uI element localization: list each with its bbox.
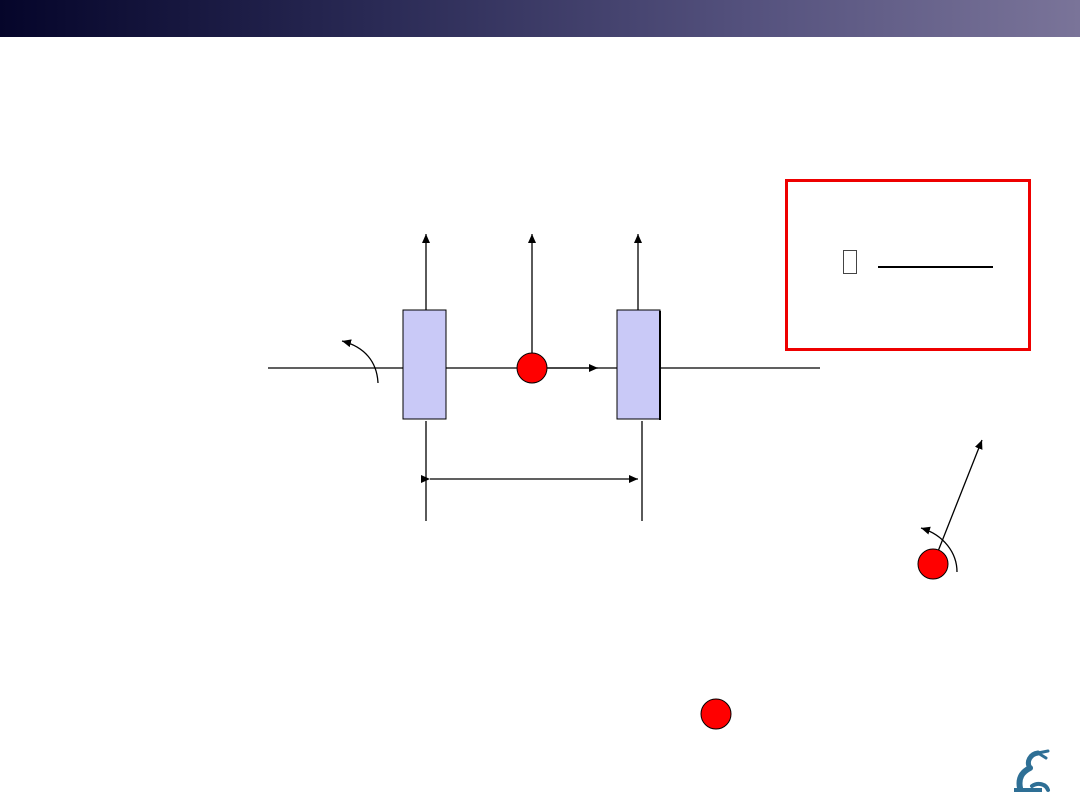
rotating-mass — [516, 352, 548, 384]
inclined-vector — [932, 439, 983, 565]
robot-arm-icon — [1014, 749, 1050, 792]
missing-glyph-symbol — [843, 250, 857, 274]
shaft-rotation-arrow — [341, 339, 379, 384]
inclined-rotation-arrow — [920, 526, 958, 573]
title-bar — [0, 0, 1080, 37]
legend-mass — [700, 698, 732, 730]
inclined-mass — [917, 548, 949, 580]
formula-box — [785, 179, 1031, 351]
bearing-right — [616, 309, 661, 420]
fraction-line — [878, 266, 993, 268]
bearing-left — [402, 309, 447, 420]
